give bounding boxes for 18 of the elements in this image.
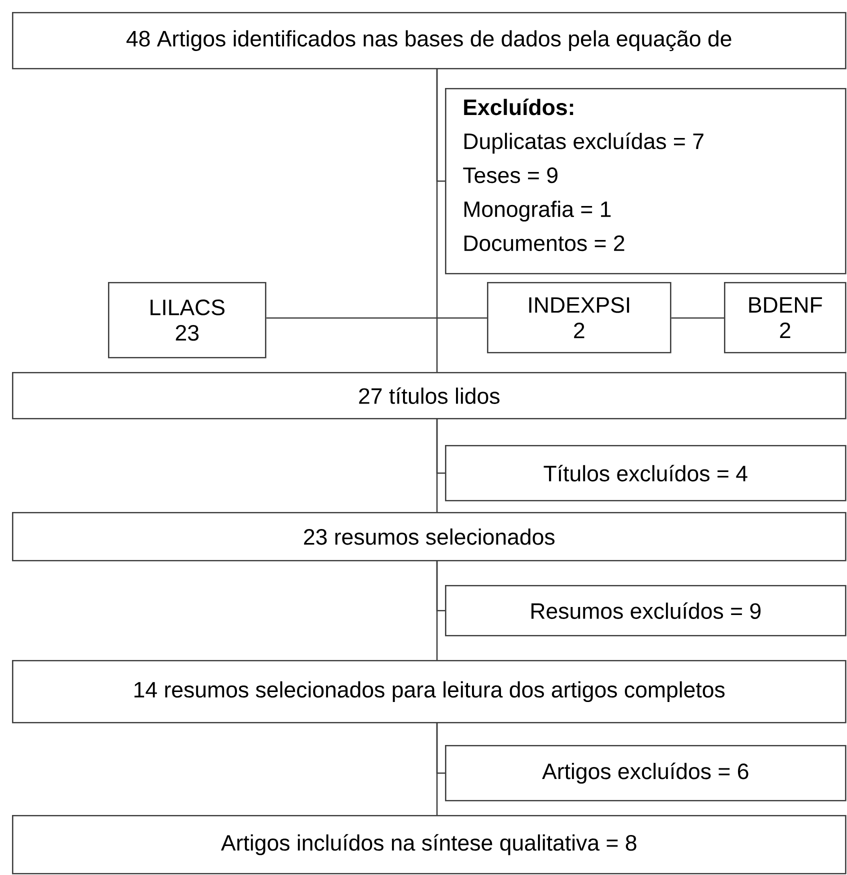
database-box: BDENF 2 <box>724 282 846 354</box>
connector-line <box>671 317 724 319</box>
database-box: LILACS 23 <box>108 282 266 358</box>
connector-line <box>266 317 487 319</box>
exclusion-box: Resumos excluídos = 9 <box>445 585 846 636</box>
exclusion-box: Títulos excluídos = 4 <box>445 445 846 502</box>
process-box: 14 resumos selecionados para leitura dos artigos completos <box>12 660 846 724</box>
connector-line <box>436 722 438 815</box>
connector-line <box>436 560 438 660</box>
exclusion-box: Artigos excluídos = 6 <box>445 745 846 802</box>
connector-line <box>436 68 438 372</box>
connector-line <box>436 418 438 512</box>
process-box: 27 títulos lidos <box>12 372 846 420</box>
process-box: 23 resumos selecionados <box>12 512 846 562</box>
exclusion-box: Excluídos: Duplicatas excluídas = 7 Teses = 9 Monografia = 1 Documentos = 2 <box>445 88 846 274</box>
process-box: 48 Artigos identificados nas bases de dados pela equação de <box>12 12 846 70</box>
process-box: Artigos incluídos na síntese qualitativa = 8 <box>12 815 846 874</box>
database-box: INDEXPSI 2 <box>487 282 672 354</box>
